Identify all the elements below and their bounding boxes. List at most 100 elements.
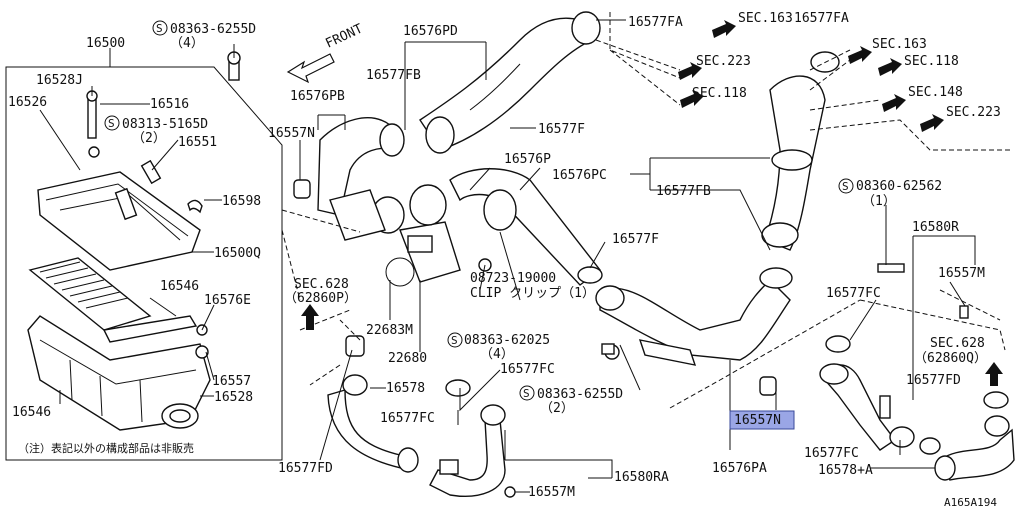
label-16576PD: 16576PD bbox=[403, 24, 458, 39]
label-08363-62025: 08363-62025 bbox=[464, 333, 550, 348]
label-16576P: 16576P bbox=[504, 152, 551, 167]
leader-lines bbox=[39, 19, 976, 493]
sec148-arrow-icon bbox=[882, 94, 906, 112]
svg-text:S: S bbox=[451, 334, 458, 347]
label-16577FB-mid: 16577FB bbox=[656, 184, 711, 199]
label-16551: 16551 bbox=[178, 135, 217, 150]
label-08363-6255D-top: 08363-6255D bbox=[170, 22, 256, 37]
label-16500: 16500 bbox=[86, 36, 125, 51]
label-qty: （4） bbox=[170, 36, 204, 51]
s-mark-icon bbox=[104, 115, 120, 131]
label-sec163-b: SEC.163 bbox=[872, 37, 927, 52]
sec163b-arrow-icon bbox=[848, 46, 872, 64]
label-sec118-b: SEC.118 bbox=[904, 54, 959, 69]
label-16557: 16557 bbox=[212, 374, 251, 389]
label-16578-left: 16578 bbox=[386, 381, 425, 396]
label-16577FC-right-bottom: 16577FC bbox=[804, 446, 859, 461]
label-16580R: 16580R bbox=[912, 220, 959, 235]
label-16546-bottom: 16546 bbox=[12, 405, 51, 420]
note-text: （注）表記以外の構成部品は非販売 bbox=[18, 441, 194, 455]
front-label: FRONT bbox=[323, 21, 365, 51]
label-16576E: 16576E bbox=[204, 293, 251, 308]
label-sec628-left: SEC.628 bbox=[294, 277, 349, 292]
intake-duct-upper bbox=[419, 11, 601, 154]
label-16557N-highlight[interactable]: 16557N bbox=[734, 413, 781, 428]
label-16578A: 16578+A bbox=[818, 463, 873, 478]
label-clip: CLIP クリップ（1） bbox=[470, 286, 595, 301]
air-filter-element bbox=[28, 257, 198, 343]
label-sec223-a: SEC.223 bbox=[696, 54, 751, 69]
label-sec148: SEC.148 bbox=[908, 85, 963, 100]
intake-duct-pa bbox=[595, 267, 793, 366]
sec223b-arrow-icon bbox=[920, 114, 944, 132]
sec223a-arrow-icon bbox=[678, 62, 702, 80]
label-16577F-mid: 16577F bbox=[612, 232, 659, 247]
label-16516: 16516 bbox=[150, 97, 189, 112]
svg-text:S: S bbox=[842, 180, 849, 193]
intake-duct-pc bbox=[761, 51, 840, 251]
label-16576PA: 16576PA bbox=[712, 461, 767, 476]
label-qty: （4） bbox=[480, 347, 514, 362]
s-mark-icon bbox=[152, 20, 168, 36]
label-16576PC: 16576PC bbox=[552, 168, 607, 183]
lower-hose-16580ra bbox=[429, 404, 516, 498]
label-16577FD-right: 16577FD bbox=[906, 373, 961, 388]
sec628-left-arrow-icon bbox=[301, 304, 319, 330]
highlight-box bbox=[729, 410, 795, 430]
label-16577FC-mid: 16577FC bbox=[500, 362, 555, 377]
throttle-sensor bbox=[385, 221, 492, 287]
label-16526: 16526 bbox=[8, 95, 47, 110]
label-16577FA-a: 16577FA bbox=[628, 15, 683, 30]
dashed-lines bbox=[281, 12, 1010, 409]
right-hose-16578a bbox=[825, 335, 1015, 481]
s-markers: S S S S S bbox=[104, 20, 854, 401]
diagram-ref-code: A165A194 bbox=[944, 496, 997, 509]
label-22680: 22680 bbox=[388, 351, 427, 366]
label-qty: （2） bbox=[540, 401, 574, 416]
label-sec628-right: SEC.628 bbox=[930, 336, 985, 351]
small-bolts bbox=[86, 51, 241, 359]
sec118a-arrow-icon bbox=[680, 90, 704, 108]
front-arrow-icon bbox=[286, 53, 335, 84]
label-16557M-bottom: 16557M bbox=[528, 485, 575, 500]
s-mark-icon bbox=[519, 385, 535, 401]
right-hose-16580r bbox=[819, 363, 915, 451]
label-22683M: 22683M bbox=[366, 323, 413, 338]
label-sec628-left-sub: （62860P） bbox=[284, 291, 357, 306]
svg-text:S: S bbox=[523, 387, 530, 400]
label-16500Q: 16500Q bbox=[214, 246, 261, 261]
label-08723-19000: 08723-19000 bbox=[470, 271, 556, 286]
air-cleaner-frame bbox=[5, 66, 283, 461]
label-08313-5165D: 08313-5165D bbox=[122, 117, 208, 132]
label-16577FB-top: 16577FB bbox=[366, 68, 421, 83]
label-16557M-right: 16557M bbox=[938, 266, 985, 281]
intake-duct-p bbox=[409, 168, 603, 286]
label-16577FA-b: 16577FA bbox=[794, 11, 849, 26]
s-mark-icon bbox=[447, 332, 463, 348]
label-08360-62562: 08360-62562 bbox=[856, 179, 942, 194]
air-cleaner-cover bbox=[37, 171, 201, 271]
svg-text:S: S bbox=[108, 117, 115, 130]
label-qty: （2） bbox=[132, 131, 166, 146]
label-qty: （1） bbox=[862, 194, 896, 209]
label-16580RA: 16580RA bbox=[614, 470, 669, 485]
labels: 08363-6255D （4） 16500 16528J 16526 16516… bbox=[8, 11, 1001, 509]
intake-elbow-pb bbox=[317, 117, 405, 241]
label-08363-6255D-mid: 08363-6255D bbox=[537, 387, 623, 402]
sec628-right-arrow-icon bbox=[985, 362, 1003, 386]
lower-hose-16578 bbox=[327, 374, 419, 473]
label-16577F-top: 16577F bbox=[538, 122, 585, 137]
label-16598: 16598 bbox=[222, 194, 261, 209]
sec163a-arrow-icon bbox=[712, 20, 736, 38]
label-16577FC-left: 16577FC bbox=[380, 411, 435, 426]
label-16528: 16528 bbox=[214, 390, 253, 405]
label-16546-top: 16546 bbox=[160, 279, 199, 294]
air-cleaner-case bbox=[27, 315, 211, 431]
grommets bbox=[293, 179, 777, 397]
arrows bbox=[286, 20, 1003, 386]
svg-text:S: S bbox=[156, 22, 163, 35]
label-16577FC-right: 16577FC bbox=[826, 286, 881, 301]
sec118b-arrow-icon bbox=[878, 58, 902, 76]
